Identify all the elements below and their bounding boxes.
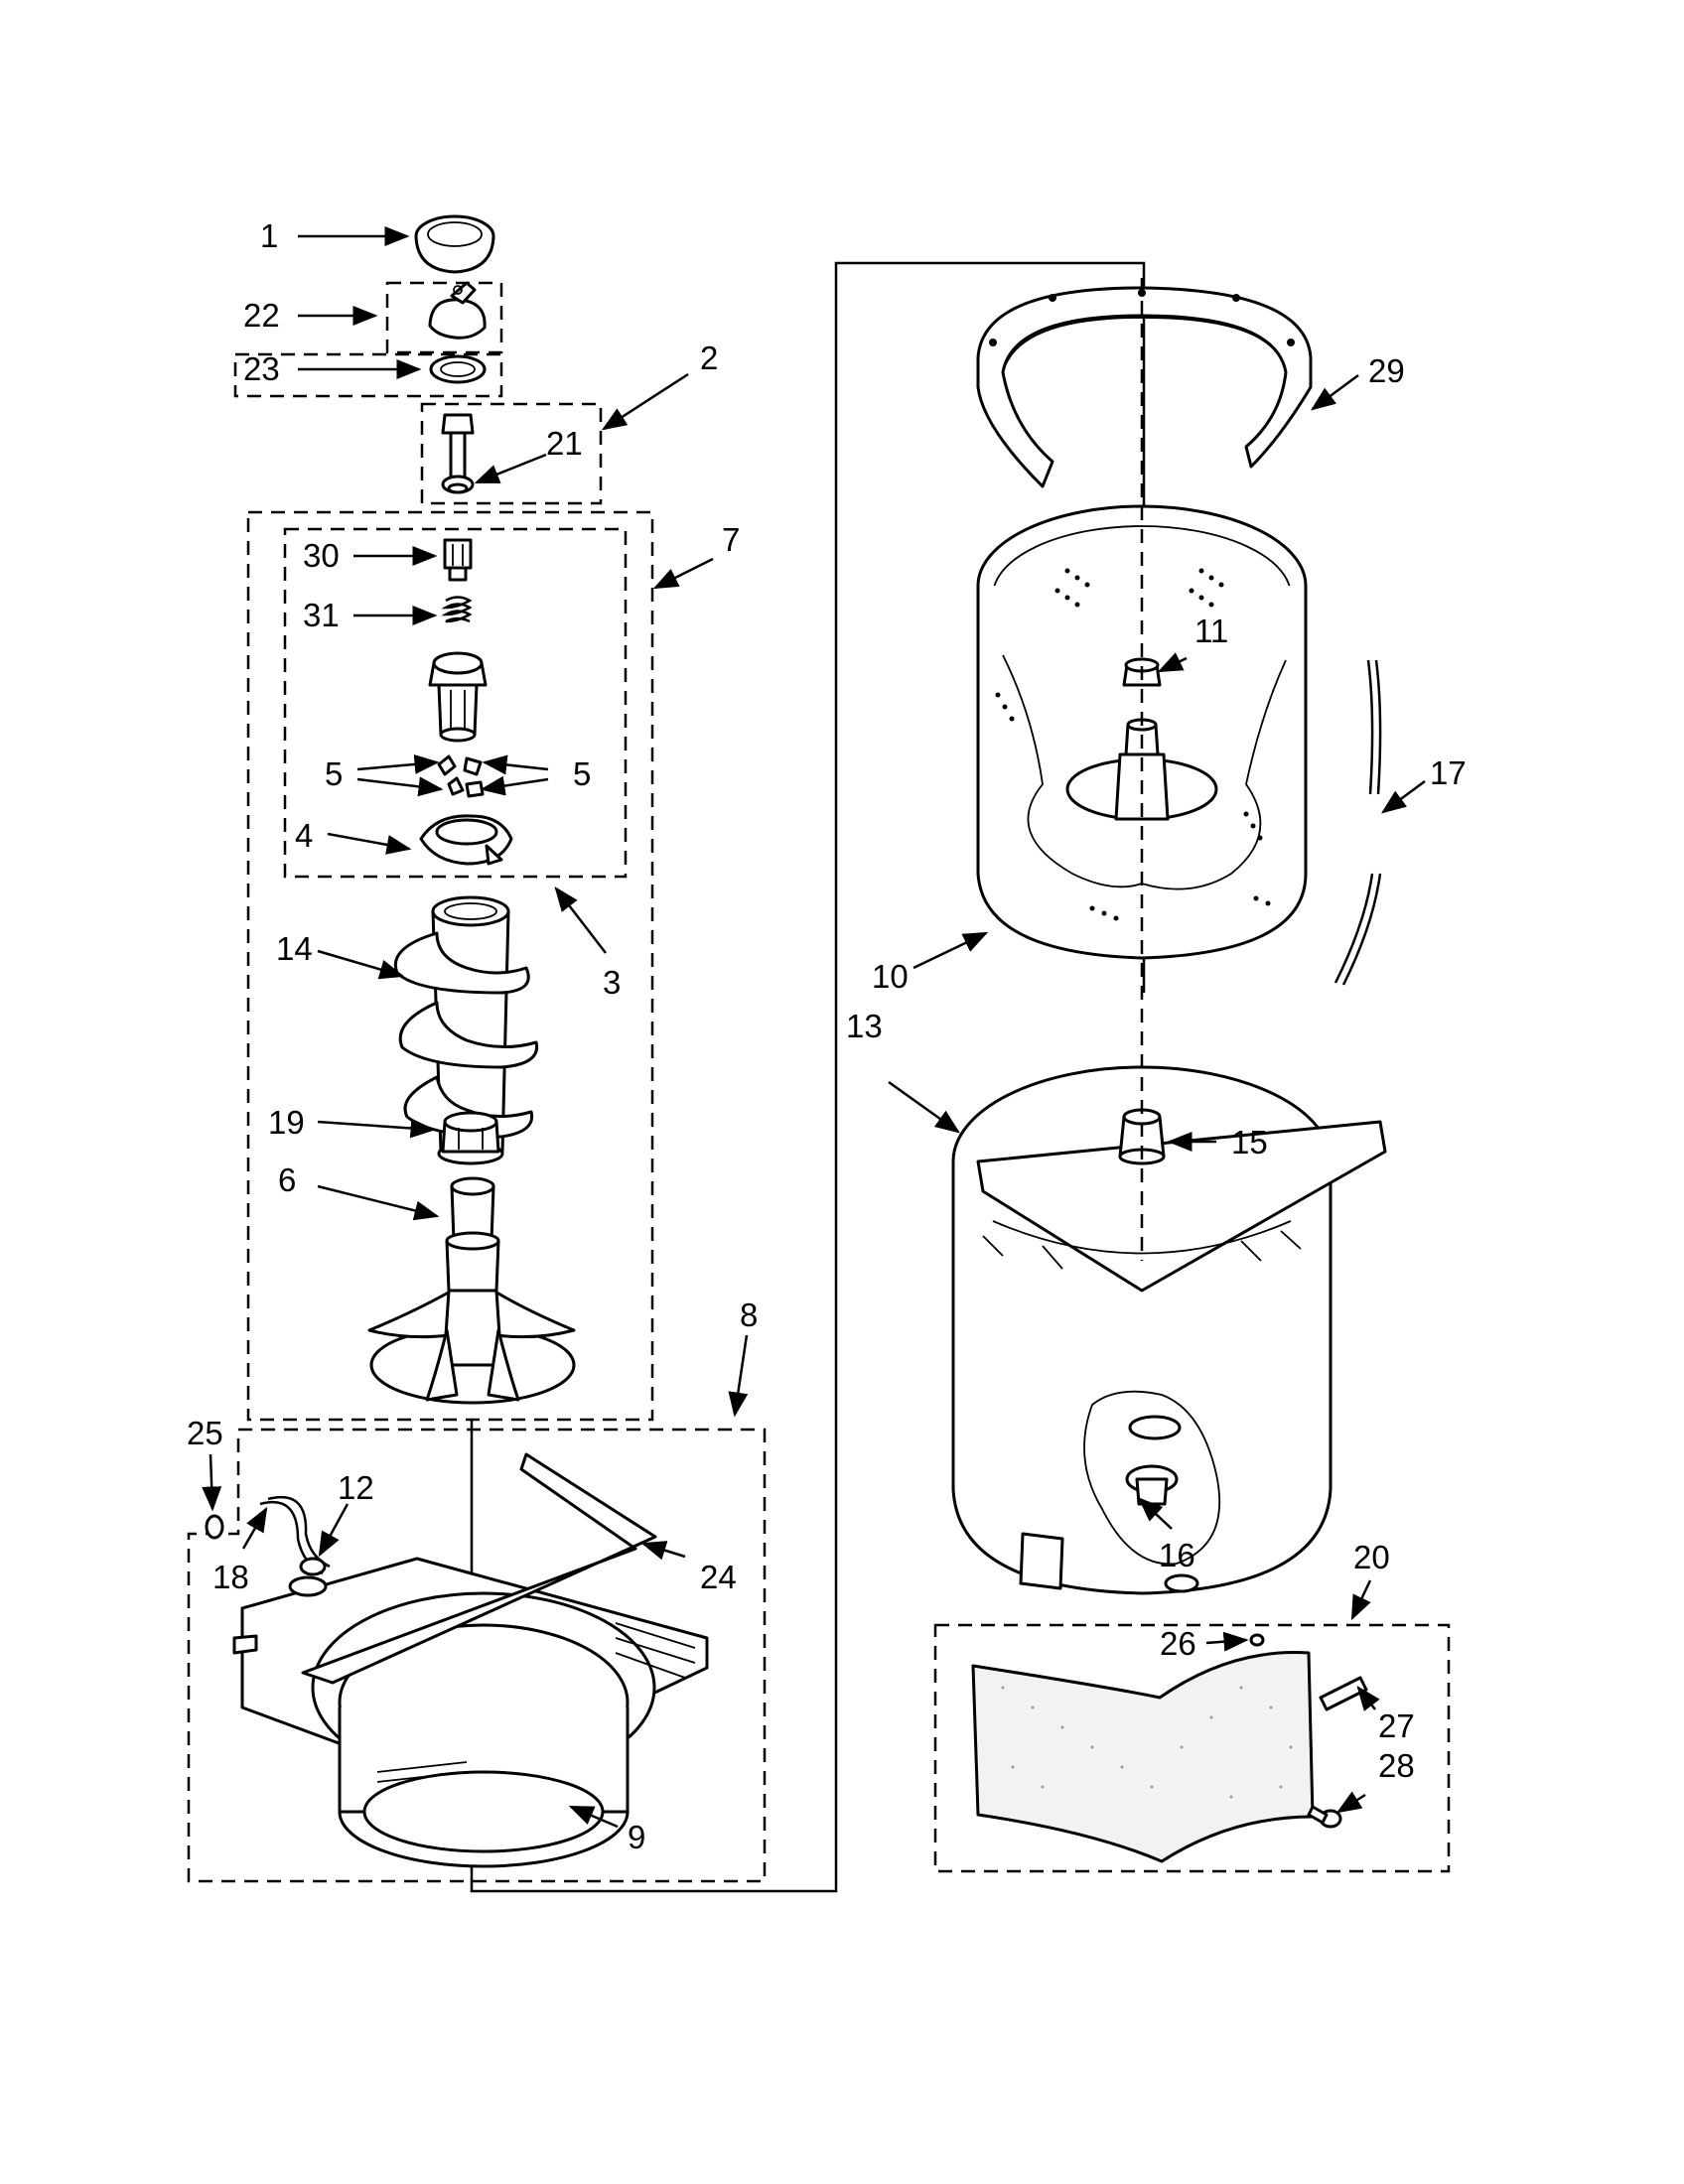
- guard-part: [971, 1651, 1315, 1863]
- ring-part: [976, 286, 1313, 488]
- callout-27: 27: [1378, 1707, 1415, 1744]
- group-boxes: [187, 281, 1451, 1883]
- callout-19: 19: [268, 1104, 305, 1141]
- callout-18: 18: [212, 1559, 249, 1595]
- dogs-part: [437, 754, 485, 798]
- callout-21: 21: [546, 425, 583, 462]
- callout-1: 1: [260, 217, 278, 254]
- callout-5-left: 5: [325, 755, 343, 792]
- callout-12: 12: [338, 1469, 374, 1506]
- hose-17-part: [1333, 659, 1382, 986]
- callout-29: 29: [1368, 352, 1405, 389]
- seal-ring-part: [429, 354, 487, 384]
- callout-28: 28: [1378, 1747, 1415, 1784]
- callout-labels: 1 22 23 2 21 30 31 7 5 5 4 3 14 19 6 8 2…: [187, 217, 1467, 1855]
- callout-4: 4: [295, 817, 313, 854]
- callout-9: 9: [628, 1819, 645, 1855]
- callout-8: 8: [740, 1297, 758, 1333]
- spring-part: [441, 596, 473, 623]
- clamp-part-2: [288, 1557, 328, 1597]
- callout-30: 30: [303, 537, 340, 574]
- callout-17: 17: [1430, 754, 1467, 791]
- clamp-part: [205, 1514, 224, 1540]
- tub-part: [951, 1065, 1387, 1595]
- callout-24: 24: [700, 1559, 737, 1595]
- plate-part: [301, 1452, 657, 1685]
- base-part: [232, 1557, 709, 1868]
- dog-part: [443, 538, 473, 582]
- clip-part: [1249, 1633, 1265, 1647]
- screw-part: [1307, 1805, 1342, 1829]
- cam-part: [428, 281, 487, 340]
- cam-base-part: [419, 814, 513, 866]
- cam-body-part: [428, 651, 488, 743]
- callout-3: 3: [603, 964, 621, 1001]
- callout-2: 2: [700, 340, 718, 376]
- callout-7: 7: [722, 521, 740, 558]
- basket-part: [976, 504, 1308, 960]
- callout-31: 31: [303, 597, 340, 633]
- bearing-part: [441, 1111, 500, 1154]
- leader-arrows: [202, 226, 1426, 1829]
- callout-14: 14: [276, 930, 313, 967]
- callout-20: 20: [1353, 1539, 1390, 1575]
- callout-6: 6: [278, 1161, 296, 1198]
- callout-16: 16: [1159, 1537, 1195, 1573]
- callout-10: 10: [872, 958, 909, 995]
- callout-5-right: 5: [573, 755, 591, 792]
- callout-26: 26: [1160, 1625, 1196, 1662]
- callout-23: 23: [243, 350, 280, 387]
- callout-22: 22: [243, 297, 280, 334]
- bolt-part: [441, 413, 475, 494]
- callout-25: 25: [187, 1415, 223, 1451]
- auger-part: [394, 895, 539, 1165]
- cap-part: [414, 214, 495, 274]
- callout-13: 13: [846, 1008, 883, 1044]
- bracket-part: [1319, 1676, 1368, 1711]
- callout-11: 11: [1194, 613, 1228, 649]
- agitator-part: [367, 1176, 576, 1405]
- callout-15: 15: [1231, 1124, 1268, 1160]
